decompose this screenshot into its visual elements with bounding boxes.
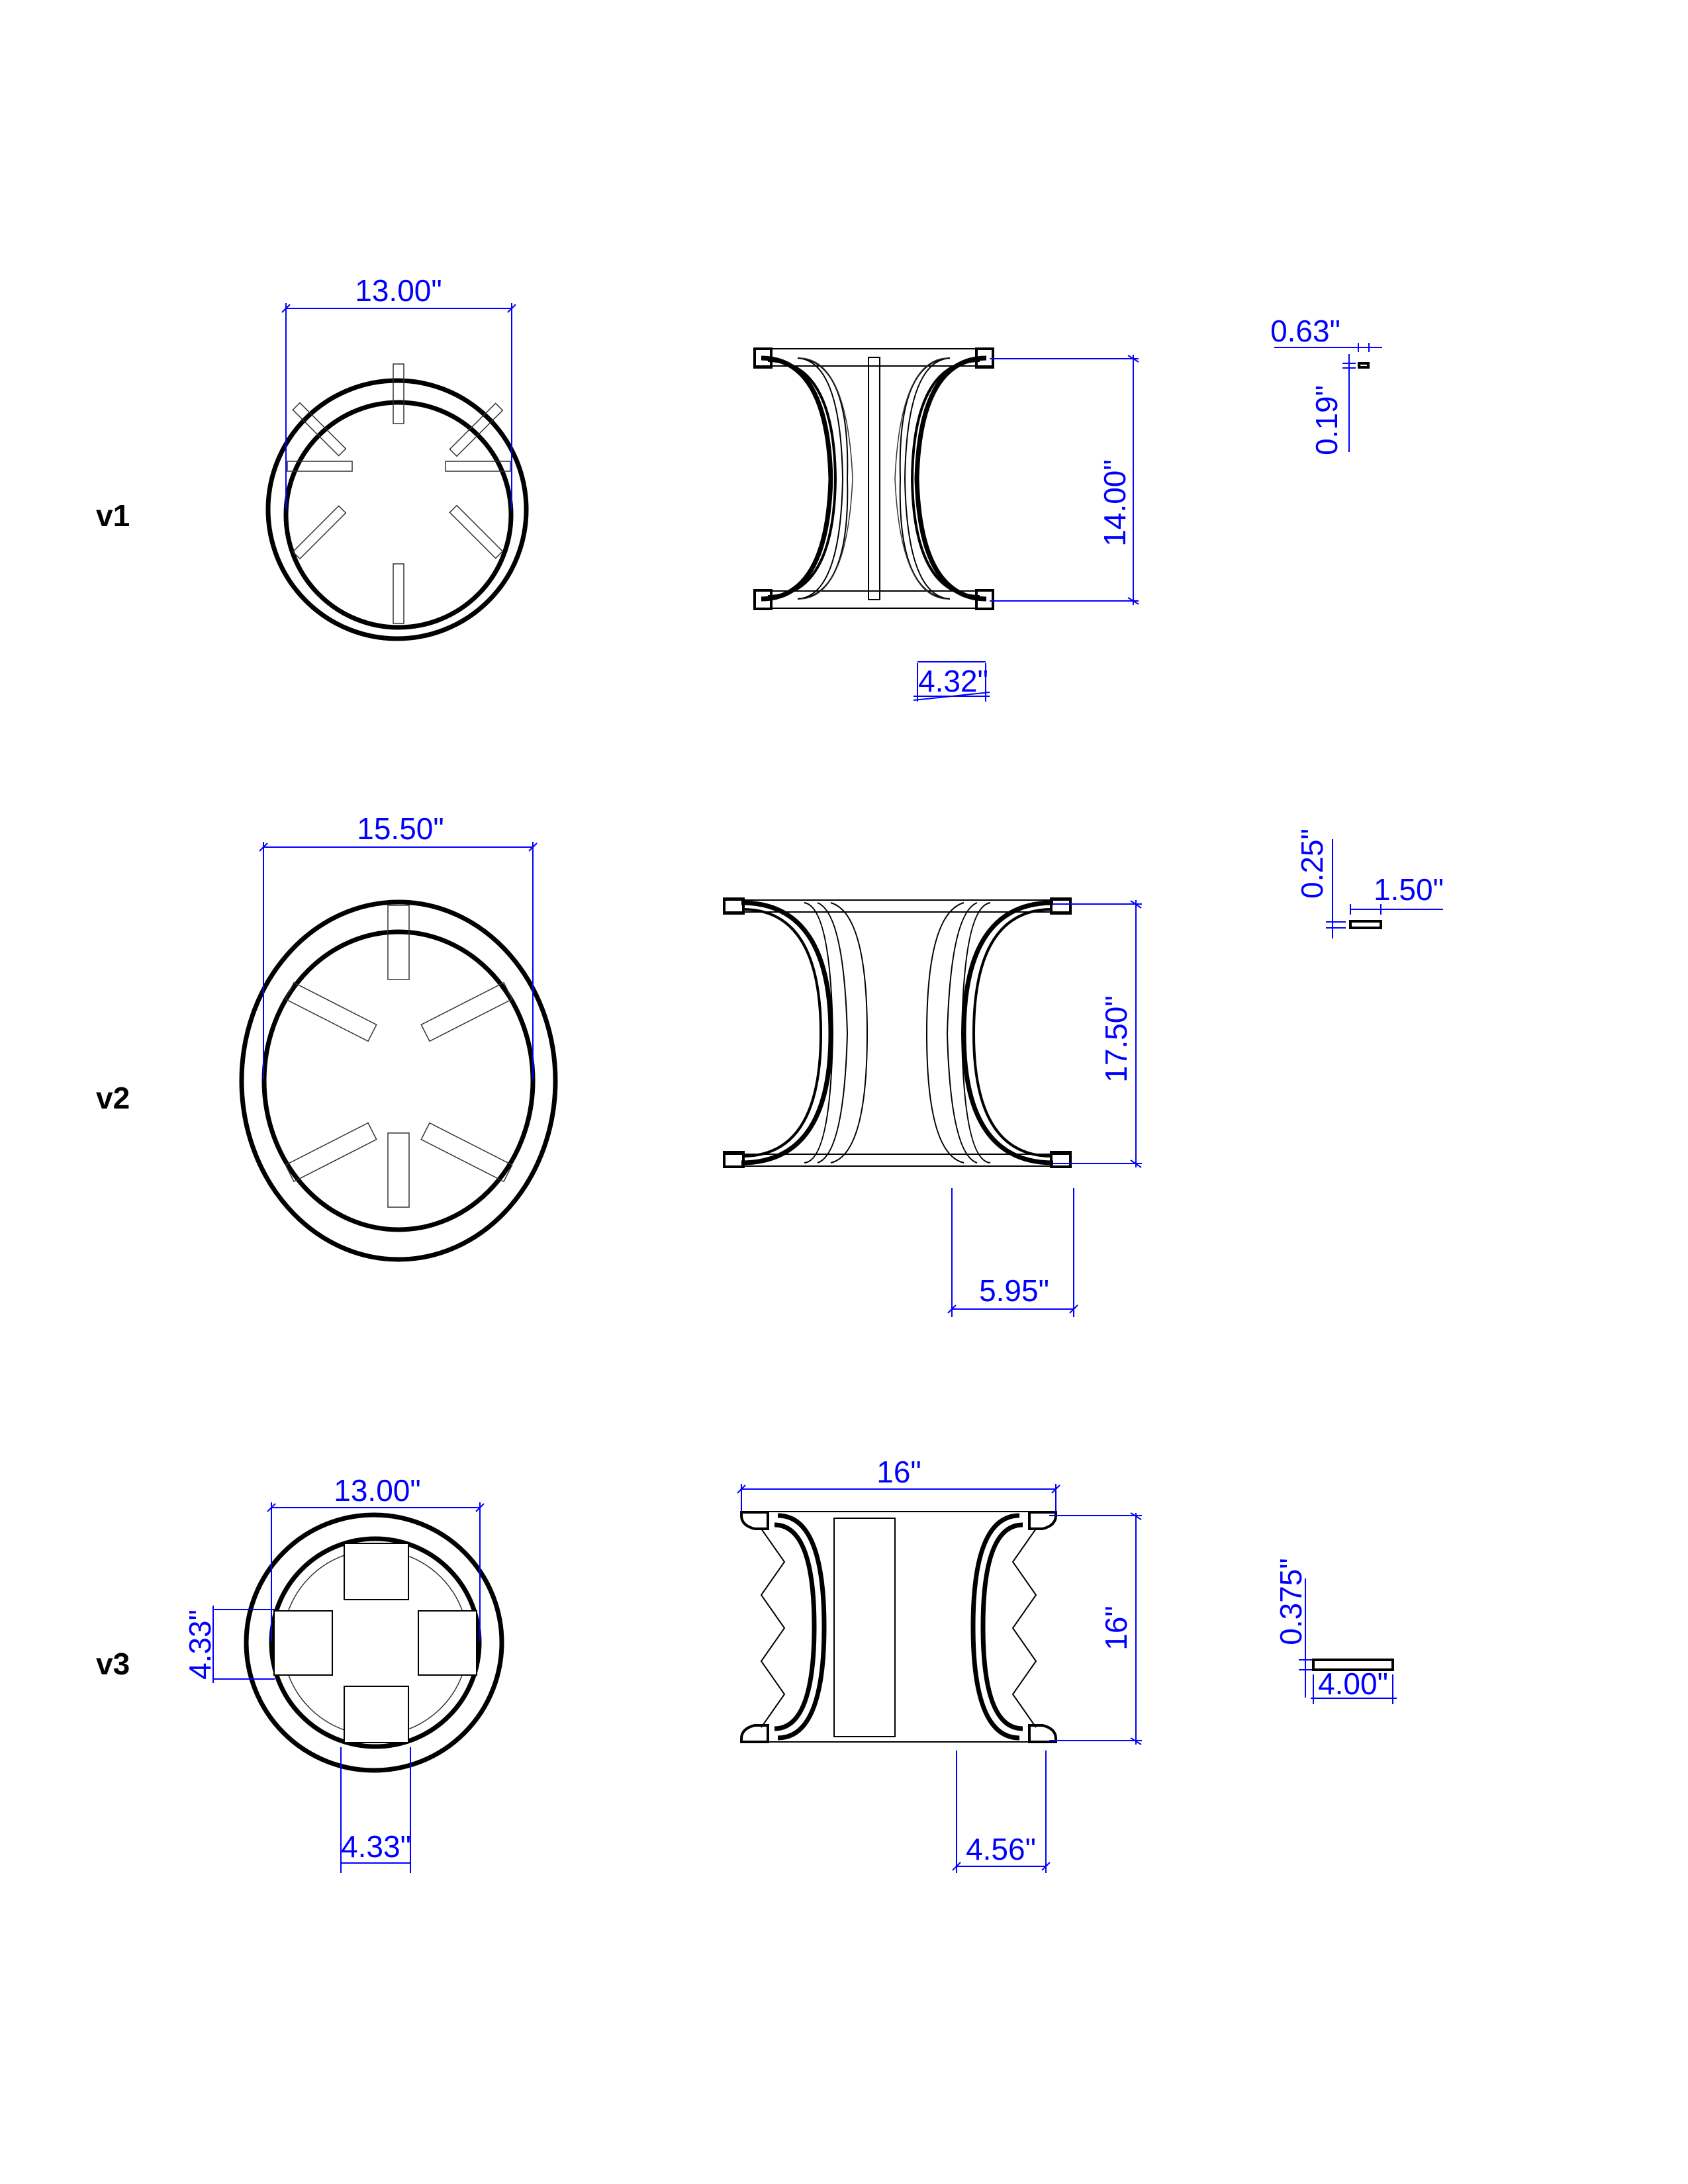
v3-diameter-dimension: 13.00"	[334, 1473, 420, 1508]
variant-v3: v3 13.00" 4.33" 4.33"	[96, 1455, 1397, 1873]
v1-top-view: 13.00"	[265, 273, 529, 641]
v2-top-view: 15.50"	[239, 811, 558, 1262]
variant-label-v1: v1	[96, 498, 130, 533]
v3-depth-dimension: 4.56"	[966, 1832, 1036, 1866]
v1-depth-dimension: 4.32"	[918, 664, 988, 698]
v3-height-dimension: 16"	[1099, 1606, 1133, 1651]
v3-pad-width-dimension: 4.33"	[341, 1829, 411, 1864]
v3-pad-height-dimension: 4.33"	[183, 1610, 217, 1680]
v2-part-width-dimension: 1.50"	[1374, 872, 1444, 907]
v1-side-view: 14.00" 4.32"	[753, 347, 1139, 702]
v2-part-detail: 1.50" 0.25"	[1295, 829, 1444, 938]
variant-v2: v2 15.50"	[96, 811, 1444, 1317]
v2-diameter-dimension: 15.50"	[357, 811, 444, 846]
v1-part-detail: 0.63" 0.19"	[1270, 314, 1382, 455]
v3-part-thickness-dimension: 0.375"	[1274, 1558, 1308, 1645]
v1-height-dimension: 14.00"	[1098, 459, 1132, 546]
variant-label-v2: v2	[96, 1081, 130, 1115]
v3-part-detail: 4.00" 0.375"	[1274, 1558, 1397, 1704]
v3-top-view: 13.00" 4.33" 4.33"	[183, 1473, 504, 1873]
variant-label-v3: v3	[96, 1647, 130, 1681]
variant-v1: v1 13.00"	[96, 273, 1382, 702]
v2-part-thickness-dimension: 0.25"	[1295, 829, 1329, 899]
v1-part-width-dimension: 0.63"	[1270, 314, 1340, 348]
v3-side-view: 16" 16" 4.56"	[737, 1455, 1142, 1873]
v3-width-dimension: 16"	[876, 1455, 921, 1489]
v2-height-dimension: 17.50"	[1099, 995, 1133, 1082]
v2-side-view: 17.50" 5.95"	[723, 897, 1142, 1317]
v3-part-width-dimension: 4.00"	[1318, 1666, 1388, 1701]
v1-part-thickness-dimension: 0.19"	[1309, 385, 1344, 455]
v1-diameter-dimension: 13.00"	[355, 273, 442, 308]
v2-depth-dimension: 5.95"	[979, 1273, 1049, 1308]
